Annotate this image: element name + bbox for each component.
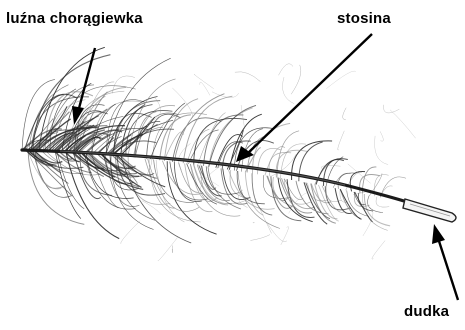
- barb: [128, 79, 176, 157]
- barb: [376, 197, 389, 207]
- barb: [338, 131, 345, 150]
- barb: [383, 105, 399, 113]
- barb: [212, 92, 239, 98]
- barb: [235, 72, 261, 82]
- barb: [164, 132, 184, 161]
- barb: [164, 99, 198, 161]
- barb: [179, 163, 199, 193]
- barb: [253, 222, 255, 223]
- barb: [260, 208, 272, 233]
- arrow-loose-vane: [72, 48, 95, 125]
- barb: [279, 64, 294, 76]
- barb: [281, 227, 289, 245]
- barb: [291, 65, 301, 94]
- barb: [200, 82, 210, 95]
- barb: [343, 108, 347, 120]
- feather-barbs: [22, 47, 416, 261]
- arrow-rachis: [236, 34, 372, 162]
- barb: [250, 235, 270, 241]
- label-loose-vane: luźna chorągiewka: [6, 10, 143, 27]
- barb: [372, 241, 385, 260]
- barb: [112, 76, 135, 93]
- barb: [390, 110, 416, 138]
- arrow-calamus: [432, 224, 458, 300]
- barb: [221, 169, 247, 205]
- barb: [121, 221, 140, 244]
- barb: [325, 186, 350, 210]
- barb: [194, 74, 214, 88]
- barb: [380, 131, 383, 141]
- barb: [241, 105, 245, 129]
- barb: [238, 171, 280, 229]
- barb: [158, 238, 178, 261]
- label-rachis: stosina: [337, 10, 391, 27]
- label-calamus: dudka: [404, 303, 449, 320]
- barb: [278, 178, 313, 222]
- barb: [375, 136, 389, 165]
- calamus-quill: [403, 199, 456, 222]
- barb: [368, 195, 383, 213]
- barb: [237, 171, 265, 204]
- barb: [190, 164, 217, 201]
- barb: [326, 186, 341, 201]
- barb: [283, 77, 295, 104]
- barb: [108, 135, 132, 155]
- barb: [348, 164, 371, 183]
